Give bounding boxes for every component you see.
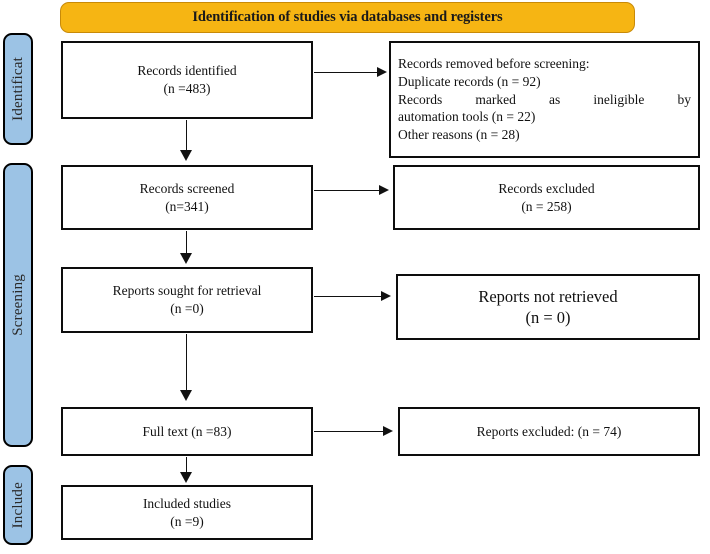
records-screened-line2: (n=341) — [165, 198, 209, 214]
arrow-head-identified-to-removed — [377, 67, 387, 77]
included-studies-line2: (n =9) — [170, 513, 204, 529]
banner-title: Identification of studies via databases … — [192, 9, 503, 25]
box-records-removed: Records removed before screening: Duplic… — [389, 41, 700, 158]
stage-pill-included-label: Include — [9, 481, 26, 529]
records-removed-line1: Records removed before screening: — [398, 55, 590, 71]
box-records-excluded: Records excluded (n = 258) — [393, 165, 700, 230]
records-removed-line4: automation tools (n = 22) — [398, 109, 536, 125]
arrow-line-identified-to-removed — [314, 72, 378, 73]
box-reports-sought: Reports sought for retrieval (n =0) — [61, 267, 313, 333]
stage-pill-screening-label: Screening — [9, 274, 26, 336]
box-records-identified: Records identified (n =483) — [61, 41, 313, 119]
arrow-head-screened-to-excluded — [379, 185, 389, 195]
full-text-line1: Full text (n =83) — [142, 423, 232, 439]
arrow-head-fulltext-to-reports-excluded — [383, 426, 393, 436]
records-excluded-line1: Records excluded — [498, 180, 595, 196]
reports-not-retrieved-line1: Reports not retrieved — [478, 286, 618, 306]
box-reports-excluded: Reports excluded: (n = 74) — [398, 407, 700, 456]
connector-head-fulltext-to-included — [180, 472, 192, 483]
included-studies-line1: Included studies — [142, 495, 232, 511]
stage-pill-included: Include — [3, 465, 33, 545]
connector-head-sought-to-fulltext — [180, 390, 192, 401]
connector-head-identified-to-screened — [180, 150, 192, 161]
reports-sought-line1: Reports sought for retrieval — [112, 283, 262, 299]
records-identified-line1: Records identified — [137, 63, 237, 79]
arrow-line-sought-to-not-retrieved — [314, 296, 382, 297]
arrow-line-screened-to-excluded — [314, 190, 380, 191]
records-removed-line5: Other reasons (n = 28) — [398, 127, 520, 143]
reports-excluded-line1: Reports excluded: (n = 74) — [476, 423, 622, 439]
records-removed-line3: Records marked as ineligible by — [398, 91, 691, 107]
connector-identified-to-screened — [186, 120, 187, 153]
arrow-head-sought-to-not-retrieved — [381, 291, 391, 301]
connector-sought-to-fulltext — [186, 334, 187, 392]
records-screened-line1: Records screened — [139, 180, 235, 196]
records-removed-line2: Duplicate records (n = 92) — [398, 73, 541, 89]
stage-pill-identification: Identificat — [3, 33, 33, 145]
records-identified-line2: (n =483) — [163, 81, 211, 96]
box-full-text: Full text (n =83) — [61, 407, 313, 456]
reports-not-retrieved-line2: (n = 0) — [525, 308, 571, 327]
connector-screened-to-sought — [186, 231, 187, 256]
arrow-line-fulltext-to-reports-excluded — [314, 431, 384, 432]
connector-head-screened-to-sought — [180, 253, 192, 264]
stage-pill-screening: Screening — [3, 163, 33, 447]
identification-banner: Identification of studies via databases … — [60, 2, 635, 33]
box-reports-not-retrieved: Reports not retrieved (n = 0) — [396, 274, 700, 340]
box-records-screened: Records screened (n=341) — [61, 165, 313, 230]
reports-sought-line2: (n =0) — [170, 301, 204, 316]
records-excluded-line2: (n = 258) — [521, 198, 572, 214]
box-included-studies: Included studies (n =9) — [61, 485, 313, 540]
stage-pill-identification-label: Identificat — [9, 57, 26, 121]
connector-fulltext-to-included — [186, 457, 187, 475]
